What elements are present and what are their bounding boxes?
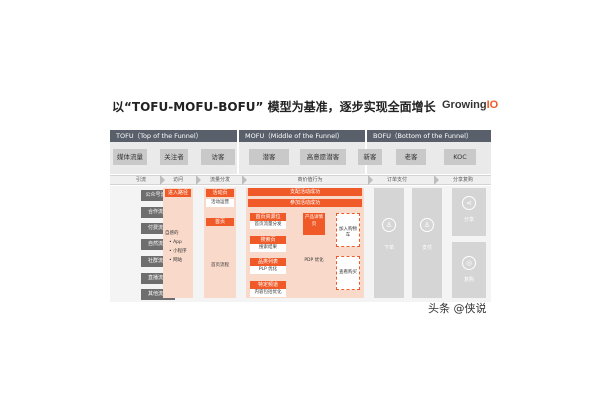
step-arrow-bar bbox=[110, 175, 491, 185]
source-official-account: 公众号流量 bbox=[141, 190, 175, 201]
entry-channels: 自感的 • App • 小程序 • 网站 bbox=[165, 230, 191, 263]
channel-miniprogram: • 小程序 bbox=[169, 249, 187, 254]
channel-website: • 网站 bbox=[169, 258, 183, 263]
step-order-payment: 订单支付 bbox=[386, 177, 407, 183]
source-livestream: 直播流量 bbox=[141, 273, 175, 284]
step-divider-arrow bbox=[368, 175, 373, 185]
step-traffic: 引流 bbox=[135, 177, 146, 183]
step-visit: 访问 bbox=[172, 177, 183, 183]
audience-high-intent: 高意愿潜客 bbox=[300, 149, 346, 165]
payment-icon: ♙ bbox=[420, 218, 434, 232]
channel-miniprogram-label: 小程序 bbox=[173, 249, 187, 254]
logo-text: Growing bbox=[442, 99, 487, 111]
audience-visitors: 访客 bbox=[201, 149, 235, 165]
order-label: 下单 bbox=[383, 245, 394, 251]
audience-old-customers: 老客 bbox=[396, 149, 426, 165]
channel-sub: 内容包括优化 bbox=[250, 289, 286, 297]
add-to-cart-box: 加入购物车 bbox=[336, 213, 360, 247]
category-list-sub: PLP 优化 bbox=[250, 266, 286, 274]
source-partner: 合作流量 bbox=[141, 207, 175, 218]
stage-bofu: BOFU（Bottom of the Funnel） bbox=[367, 130, 491, 142]
payment-panel bbox=[412, 188, 442, 298]
step-divider-arrow bbox=[160, 175, 165, 185]
entry-channels-title: 自感的 bbox=[165, 231, 179, 236]
home-resource-header: 首页资源位 bbox=[250, 213, 286, 221]
channel-website-label: 网站 bbox=[173, 258, 183, 263]
stage-mofu: MOFU（Middle of the Funnel） bbox=[239, 130, 365, 142]
channel-header: 特定频道 bbox=[250, 281, 286, 289]
payment-label: 支付 bbox=[421, 245, 432, 251]
category-list-header: 品类列表 bbox=[250, 258, 286, 266]
step-share-rebuy: 分享复购 bbox=[452, 177, 473, 183]
rebuy-panel bbox=[452, 242, 486, 298]
search-page-header: 搜索页 bbox=[250, 236, 286, 244]
page-title: 以“TOFU-MOFU-BOFU” 模型为基准，逐步实现全面增长 bbox=[112, 100, 436, 114]
source-organic: 自然流量 bbox=[141, 239, 175, 250]
product-detail-header: 产品详情页 bbox=[303, 213, 325, 235]
source-community: 社群流量 bbox=[141, 256, 175, 267]
product-detail-sub: PDP 优化 bbox=[304, 258, 324, 263]
audience-media-traffic: 媒体流量 bbox=[113, 149, 147, 165]
source-other: 其他流量 bbox=[141, 289, 175, 300]
channel-app: • App bbox=[169, 240, 182, 245]
activity-page-header: 活动页 bbox=[206, 189, 234, 197]
search-page-sub: 搜索结果 bbox=[250, 244, 286, 252]
logo-accent: IO bbox=[486, 99, 499, 111]
share-icon: ⋖ bbox=[462, 196, 476, 210]
step-divider-arrow bbox=[434, 175, 439, 185]
audience-new-customers: 新客 bbox=[358, 149, 382, 165]
home-page-header: 首页 bbox=[206, 218, 234, 226]
channel-app-label: App bbox=[173, 240, 182, 245]
source-paid: 付费流量 bbox=[141, 223, 175, 234]
order-panel bbox=[374, 188, 404, 298]
home-flow-label: 首页流程 bbox=[211, 263, 229, 268]
stage-tofu: TOFU（Top of the Funnel） bbox=[110, 130, 237, 142]
entry-path-panel bbox=[163, 188, 193, 298]
step-divider-arrow bbox=[242, 175, 247, 185]
watermark: 头条 @侠说 bbox=[428, 302, 487, 315]
step-value-behavior: 商价值行为 bbox=[297, 177, 323, 183]
share-label: 分享 bbox=[463, 217, 474, 223]
audience-followers: 关注者 bbox=[160, 149, 188, 165]
audience-prospects: 潜客 bbox=[249, 149, 289, 165]
rebuy-label: 复购 bbox=[463, 277, 474, 283]
activity-ops-sub: 活动运营 bbox=[206, 199, 234, 207]
view-purchase-box: 查看购买 bbox=[336, 256, 360, 290]
audience-koc: KOC bbox=[444, 149, 476, 165]
home-resource-sub: 首页流量分发 bbox=[250, 221, 286, 229]
growingio-logo: GrowingIO bbox=[442, 99, 498, 111]
step-divider-arrow bbox=[196, 175, 201, 185]
rebuy-icon: ◎ bbox=[462, 256, 476, 270]
value-bar-2: 参加活动成功 bbox=[248, 199, 362, 207]
value-bar-1: 支配活动成功 bbox=[248, 188, 362, 196]
entry-path-header: 进入路径 bbox=[165, 189, 191, 197]
step-distribution: 流量分发 bbox=[209, 177, 230, 183]
order-icon: ♙ bbox=[382, 218, 396, 232]
